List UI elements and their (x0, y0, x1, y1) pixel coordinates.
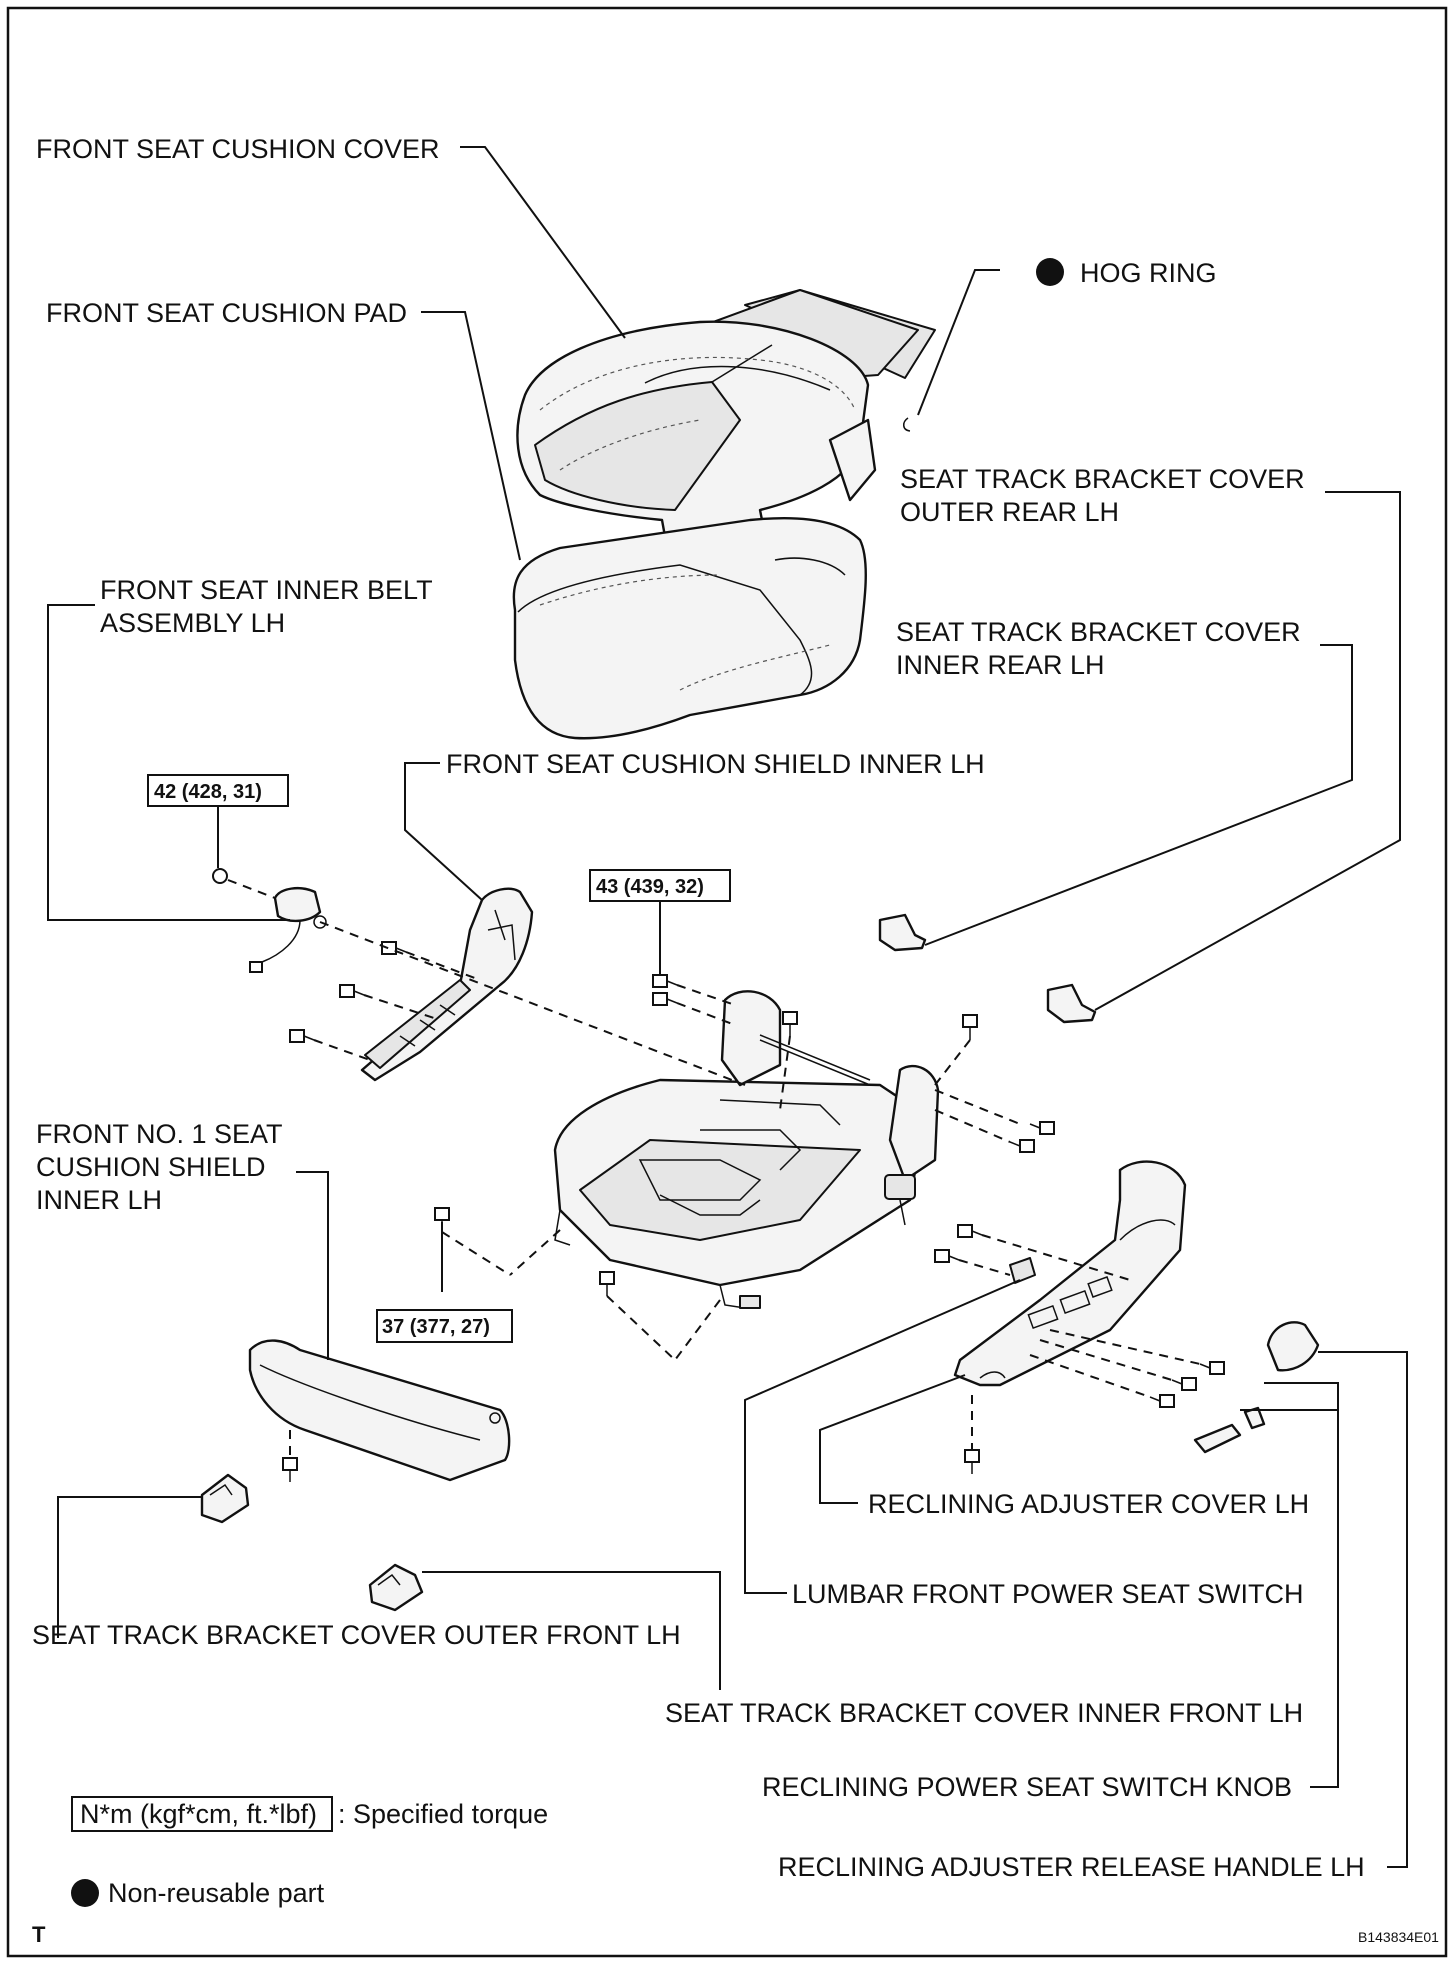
label-bracket-outer-rear-2: OUTER REAR LH (900, 497, 1119, 527)
label-inner-belt-1: FRONT SEAT INNER BELT (100, 575, 433, 605)
label-no1-shield-2: CUSHION SHIELD (36, 1152, 266, 1182)
seat-cushion-cover-drawing (516, 289, 936, 585)
legend-torque-units: N*m (kgf*cm, ft.*lbf) (80, 1799, 317, 1829)
bracket-cover-inner-rear-drawing (1046, 983, 1097, 1024)
bracket-cover-inner-front-drawing (368, 1563, 424, 1612)
diagram-frame (6, 6, 1448, 1958)
label-no1-shield-1: FRONT NO. 1 SEAT (36, 1119, 283, 1149)
torque-42-text: 42 (428, 31) (154, 781, 262, 803)
label-hog-ring: HOG RING (1080, 258, 1217, 288)
torque-box-42: 42 (428, 31) (147, 774, 289, 807)
lumbar-switch-drawing (1009, 1257, 1036, 1284)
hog-ring-drawing (903, 417, 911, 432)
legend-dot-icon (71, 1879, 99, 1907)
release-handle-drawing (1266, 1321, 1320, 1372)
legend-torque-box (71, 1796, 333, 1832)
label-no1-shield-3: INNER LH (36, 1185, 162, 1215)
seat-frame-drawing (553, 990, 940, 1309)
no1-shield-drawing (248, 1339, 511, 1482)
label-lumbar-switch: LUMBAR FRONT POWER SEAT SWITCH (792, 1579, 1304, 1609)
legend: N*m (kgf*cm, ft.*lbf) : Specified torque… (71, 1796, 548, 1908)
footer-code: B143834E01 (1358, 1929, 1439, 1945)
label-shield-inner: FRONT SEAT CUSHION SHIELD INNER LH (446, 749, 985, 779)
cushion-shield-inner-drawing (360, 887, 534, 1082)
label-inner-belt-2: ASSEMBLY LH (100, 608, 285, 638)
torque-37-text: 37 (377, 27) (382, 1316, 490, 1338)
label-cushion-cover: FRONT SEAT CUSHION COVER (36, 134, 440, 164)
footer-left-mark: T (32, 1922, 46, 1947)
torque-box-37: 37 (377, 27) (376, 1309, 513, 1343)
bolts (282, 941, 1225, 1482)
label-bracket-outer-front: SEAT TRACK BRACKET COVER OUTER FRONT LH (32, 1620, 681, 1650)
label-reclining-cover: RECLINING ADJUSTER COVER LH (868, 1489, 1309, 1519)
label-release-handle: RECLINING ADJUSTER RELEASE HANDLE LH (778, 1852, 1365, 1882)
seat-cushion-pad-drawing (512, 517, 867, 740)
inner-belt-assembly-drawing (212, 868, 327, 973)
alignment-dashed-lines (227, 879, 1201, 1458)
label-bracket-outer-rear-1: SEAT TRACK BRACKET COVER (900, 464, 1305, 494)
torque-43-text: 43 (439, 32) (596, 876, 704, 898)
bracket-cover-outer-front-drawing (200, 1473, 250, 1524)
label-bracket-inner-rear-2: INNER REAR LH (896, 650, 1105, 680)
bracket-cover-outer-rear-drawing (878, 913, 927, 952)
leader-lines (47, 146, 1408, 1868)
legend-nonreusable-text: Non-reusable part (108, 1878, 325, 1908)
label-switch-knob: RECLINING POWER SEAT SWITCH KNOB (762, 1772, 1292, 1802)
label-cushion-pad: FRONT SEAT CUSHION PAD (46, 298, 407, 328)
nonreusable-dot-icon (1036, 258, 1064, 286)
label-bracket-inner-rear-1: SEAT TRACK BRACKET COVER (896, 617, 1301, 647)
reclining-adjuster-cover-drawing (953, 1160, 1187, 1387)
label-bracket-inner-front: SEAT TRACK BRACKET COVER INNER FRONT LH (665, 1698, 1303, 1728)
legend-torque-text: : Specified torque (338, 1799, 548, 1829)
torque-box-43: 43 (439, 32) (589, 869, 731, 902)
switch-knob-drawing (1193, 1406, 1266, 1454)
